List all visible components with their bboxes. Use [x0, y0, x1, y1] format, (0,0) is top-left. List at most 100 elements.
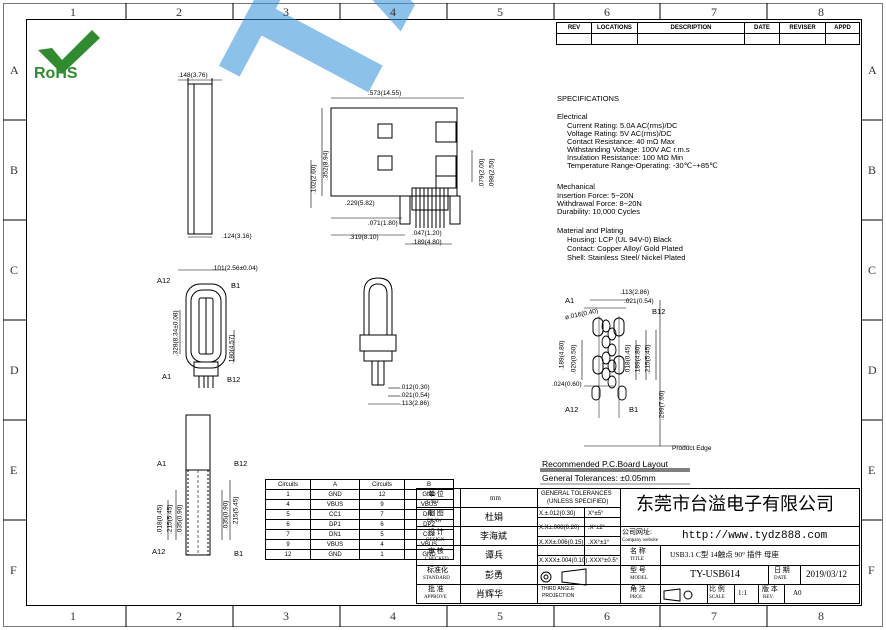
spec-material-title: Material and Plating: [557, 226, 624, 235]
date-label: 日 期: [774, 566, 790, 574]
title-label-en: TITLE: [630, 557, 644, 562]
spec-heading: SPECIFICATIONS: [557, 94, 619, 103]
zone-col-7: 7: [711, 5, 717, 19]
website-link[interactable]: http://www.tydz888.com: [682, 530, 828, 542]
product-title: USB3.1 C型 14触点 90° 插件 母座: [670, 550, 779, 559]
table-cell: 12: [265, 549, 311, 560]
table-header-row: Circuits A Circuits B: [265, 479, 454, 490]
dim-label: .071(1.80): [368, 220, 398, 227]
zone-col-8-bottom: 8: [818, 609, 824, 623]
dim-label: .024(0.60): [552, 381, 582, 388]
bottom-pin-label-a1: A1: [157, 459, 167, 468]
product-edge-label: Product Edge: [672, 445, 712, 452]
zone-row-d-right: D: [868, 363, 877, 377]
table-header: Circuits: [265, 479, 311, 490]
zone-col-2: 2: [176, 5, 182, 19]
table-cell: 6: [265, 519, 311, 530]
table-header: A: [310, 479, 360, 490]
rev-col-appd: APPD: [834, 25, 851, 31]
design-value: 李海斌: [480, 531, 508, 541]
spec-electrical-6: Temperature Range-Operating: -30℃~+85℃: [567, 161, 718, 170]
spec-electrical-3: Contact Resistance: 40 mΩ Max: [567, 137, 675, 146]
zone-row-f: F: [10, 563, 17, 577]
spec-mechanical-title: Mechanical: [557, 182, 595, 191]
checked-value: 谭兵: [485, 550, 504, 560]
zone-row-d: D: [10, 363, 19, 377]
table-cell: 7: [359, 509, 405, 520]
scale-value: 1:1: [738, 589, 747, 597]
date-value: 2019/03/12: [806, 569, 848, 579]
spec-electrical-5: Insulation Resistance: 100 MΩ Min: [567, 153, 684, 162]
table-header: B: [404, 479, 454, 490]
website-label: 公司网址:: [622, 528, 652, 536]
spec-electrical-1: Current Rating: 5.0A AC(rms)/DC: [567, 121, 678, 130]
dim-label: .035(0.90): [222, 500, 230, 531]
pcb-pin-label-a1: A1: [565, 296, 575, 305]
dim-label: .573(14.55): [368, 90, 402, 97]
pcb-tolerance: General Tolerances: ±0.05mm: [542, 473, 656, 483]
rev-col-description: DESCRIPTION: [670, 25, 712, 31]
spec-mechanical-3: Durability: 10,000 Cycles: [557, 207, 640, 216]
pcb-pin-label-a12: A12: [565, 405, 579, 414]
spec-mechanical-1: Insertion Force: 5~20N: [557, 191, 634, 200]
approve-value: 肖辉华: [476, 589, 504, 599]
draw-label-en: DRAW: [427, 519, 442, 524]
dim-label: .124(3.16): [222, 233, 252, 240]
table-cell: DN1: [310, 529, 360, 540]
dim-label: .101(2.56±0.04): [212, 265, 258, 272]
draw-value: 杜娟: [485, 512, 504, 522]
model-label: 型 号: [630, 566, 646, 574]
spec-material-2: Contact: Copper Alloy/ Gold Plated: [567, 244, 683, 253]
rev-col-rev: REV: [567, 25, 581, 31]
spec-material-1: Housing: LCP (UL 94V-0) Black: [567, 235, 672, 244]
standard-label: 标准化: [427, 566, 448, 574]
table-cell: DP1: [310, 519, 360, 530]
dim-label: .021(0.54): [400, 392, 430, 399]
zone-col-1-bottom: 1: [70, 609, 76, 623]
pin-label-b1: B1: [231, 281, 241, 290]
dim-label: .098(2.50): [488, 158, 496, 189]
design-label: 设 计: [428, 528, 444, 536]
scale-label-en: SCALE: [709, 595, 725, 600]
table-cell: 5: [265, 509, 311, 520]
pin-label-a12: A12: [157, 276, 171, 285]
scale-label: 比 例: [709, 585, 725, 593]
gt-angular-3: .XX°±1°: [588, 540, 610, 546]
title-label: 名 称: [630, 547, 646, 555]
proj-label: 角 法: [630, 585, 646, 593]
pcb-pin-label-b12: B12: [652, 307, 666, 316]
gt-linear-1: X.±.012(0.30): [539, 511, 576, 517]
dim-label: .189(4.80): [558, 340, 566, 371]
gt-linear-3: X.XX±.006(0.15): [539, 540, 584, 546]
zone-row-f-right: F: [868, 563, 875, 577]
table-cell: VBUS: [310, 539, 360, 550]
zone-col-4-bottom: 4: [390, 609, 396, 623]
gt-angular-4: .XXX°±0.5°: [588, 558, 619, 564]
zone-col-3-bottom: 3: [283, 609, 289, 623]
table-cell: 7: [265, 529, 311, 540]
dim-label: .215(5.45): [644, 344, 652, 375]
table-header: Circuits: [359, 479, 405, 490]
zone-col-5-bottom: 5: [497, 609, 503, 623]
zone-row-b-right: B: [868, 163, 877, 177]
model-value: TY-USB614: [690, 569, 741, 580]
table-cell: GND: [310, 549, 360, 560]
date-label-en: DATE: [774, 576, 787, 581]
gt-angular-2: .X°±2°: [588, 525, 606, 531]
gt-linear-2: X.X±.008(0.20): [539, 525, 580, 531]
pcb-pin-label-b1: B1: [629, 405, 639, 414]
model-label-en: MODEL: [630, 576, 648, 581]
dim-label: .180(4.57): [228, 334, 236, 365]
website-label-en: Company website: [622, 538, 658, 543]
dim-label: .047(1.20): [412, 230, 442, 237]
spec-material-3: Shell: Stainless Steel/ Nickel Plated: [567, 253, 686, 262]
rev-col-locations: LOCATIONS: [597, 25, 632, 31]
gt-linear-4: X.XXX±.004(0.10): [539, 558, 588, 564]
standard-label-en: STANDARD: [423, 576, 450, 581]
zone-col-5: 5: [497, 5, 503, 19]
